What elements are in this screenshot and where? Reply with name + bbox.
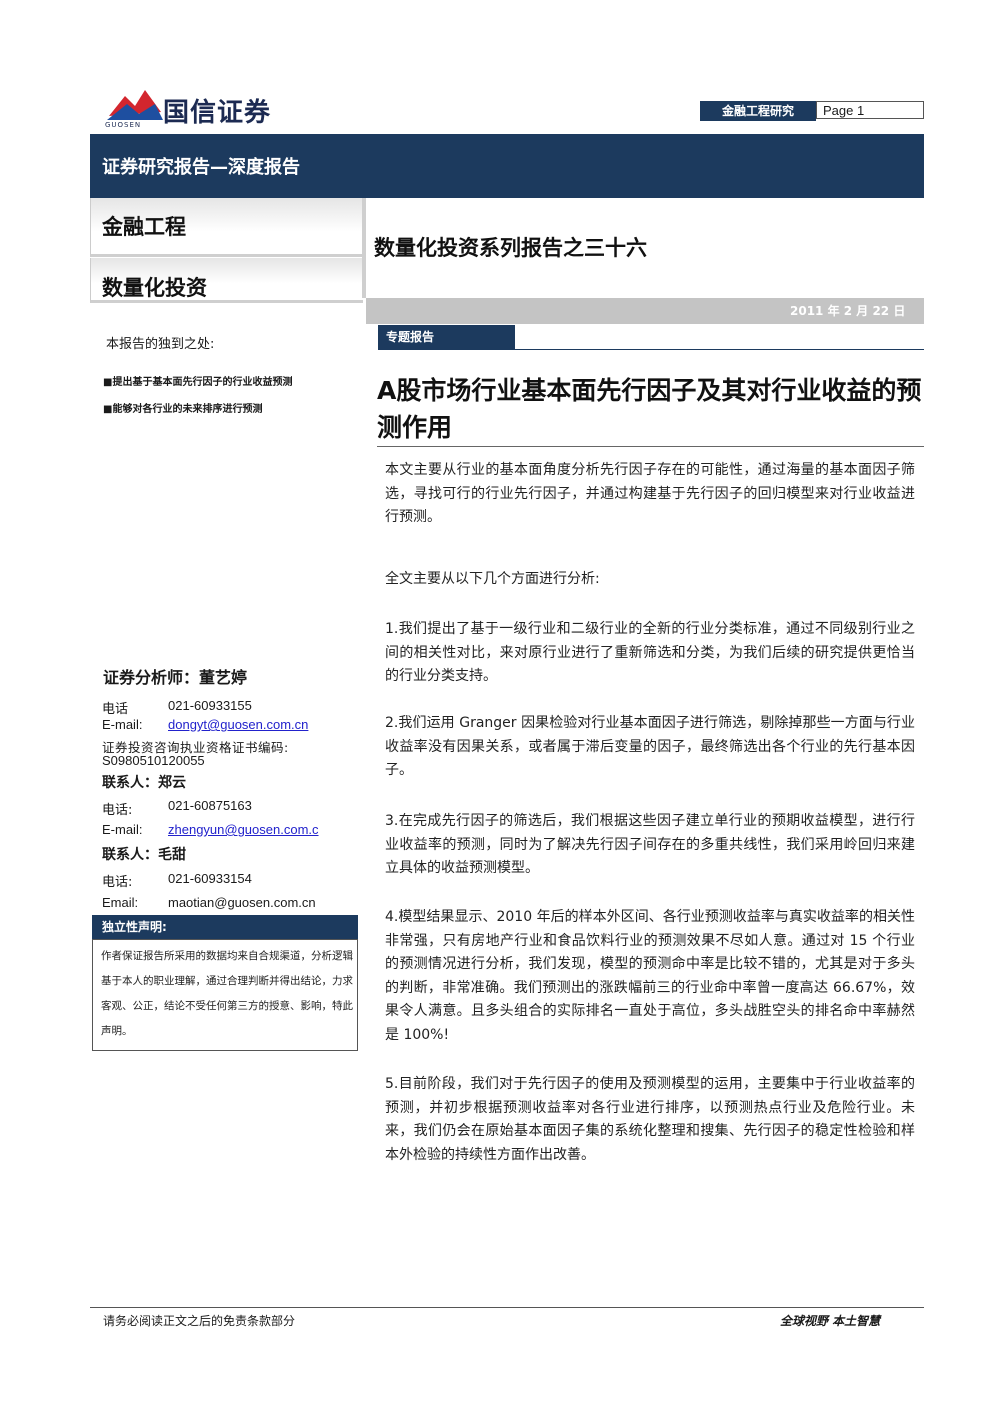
analyst-email-link[interactable]: dongyt@guosen.com.cn — [168, 717, 309, 732]
section-label: 金融工程研究 — [700, 101, 816, 121]
email-label: E-mail: — [102, 717, 143, 732]
independence-text: 作者保证报告所采用的数据均来自合规渠道，分析逻辑基于本人的职业理解，通过合理判断… — [101, 950, 353, 1037]
company-name: 国信证券 — [163, 98, 272, 128]
body-paragraph: 2.我们运用 Granger 因果检验对行业基本面因子进行筛选，剔除掉那些一方面… — [385, 715, 915, 778]
tag-rule — [378, 349, 924, 350]
phone-label: 电话 — [102, 702, 129, 717]
contact-phone: 021-60875163 — [168, 798, 252, 813]
guosen-logo-icon — [107, 90, 163, 120]
analyst-heading: 证券分析师：董艺婷 — [103, 668, 248, 687]
company-name-en: GUOSEN — [105, 121, 142, 129]
cert-label: 证券投资咨询执业资格证书编码: — [102, 740, 289, 755]
contact-heading: 联系人：毛甜 — [102, 847, 186, 863]
contact-phone: 021-60933154 — [168, 871, 252, 886]
independence-heading: 独立性声明: — [92, 915, 358, 939]
feature-item: ■提出基于基本面先行因子的行业收益预测 — [103, 377, 293, 388]
phone-label: 电话: — [102, 875, 133, 890]
category-box — [90, 198, 363, 257]
independence-box — [92, 939, 358, 1051]
body-paragraph: 3.在完成先行因子的筛选后，我们根据这些因子建立单行业的预期收益模型，进行行业收… — [385, 813, 915, 876]
footer-rule — [90, 1307, 924, 1308]
email-label: E-mail: — [102, 822, 143, 837]
body-paragraph: 全文主要从以下几个方面进行分析: — [385, 571, 600, 587]
date-bar — [366, 298, 924, 324]
header-band — [90, 134, 924, 198]
subcategory-box — [90, 258, 363, 303]
footer-slogan: 全球视野 本土智慧 — [780, 1314, 881, 1328]
category-title: 金融工程 — [102, 215, 186, 239]
cert-number: S0980510120055 — [102, 753, 205, 768]
title-rule — [377, 446, 924, 447]
feature-item: ■能够对各行业的未来排序进行预测 — [103, 404, 263, 415]
analyst-phone: 021-60933155 — [168, 698, 252, 713]
body-paragraph: 本文主要从行业的基本面角度分析先行因子存在的可能性，通过海量的基本面因子筛选，寻… — [385, 462, 915, 525]
subcategory-title: 数量化投资 — [102, 276, 207, 300]
features-heading: 本报告的独到之处: — [106, 337, 215, 352]
contact-heading: 联系人：郑云 — [102, 775, 186, 791]
body-paragraph: 4.模型结果显示、2010 年后的样本外区间、各行业预测收益率与真实收益率的相关… — [385, 909, 915, 1043]
report-date: 2011 年 2 月 22 日 — [790, 304, 906, 318]
series-title: 数量化投资系列报告之三十六 — [374, 236, 647, 260]
contact-email-link[interactable]: zhengyun@guosen.com.c — [168, 822, 319, 837]
footer-disclaimer: 请务必阅读正文之后的免责条款部分 — [103, 1314, 296, 1328]
email-label: Email: — [102, 895, 139, 910]
page-number: Page 1 — [816, 101, 924, 119]
divider — [362, 198, 366, 298]
body-paragraph: 5.目前阶段，我们对于先行因子的使用及预测模型的运用，主要集中于行业收益率的预测… — [385, 1076, 915, 1163]
report-tag: 专题报告 — [378, 325, 515, 349]
main-title: A股市场行业基本面先行因子及其对行业收益的预测作用 — [377, 376, 922, 442]
contact-email: maotian@guosen.com.cn — [168, 895, 316, 910]
phone-label: 电话: — [102, 803, 133, 818]
body-paragraph: 1.我们提出了基于一级行业和二级行业的全新的行业分类标准，通过不同级别行业之间的… — [385, 621, 915, 684]
report-type: 证券研究报告—深度报告 — [102, 157, 300, 178]
